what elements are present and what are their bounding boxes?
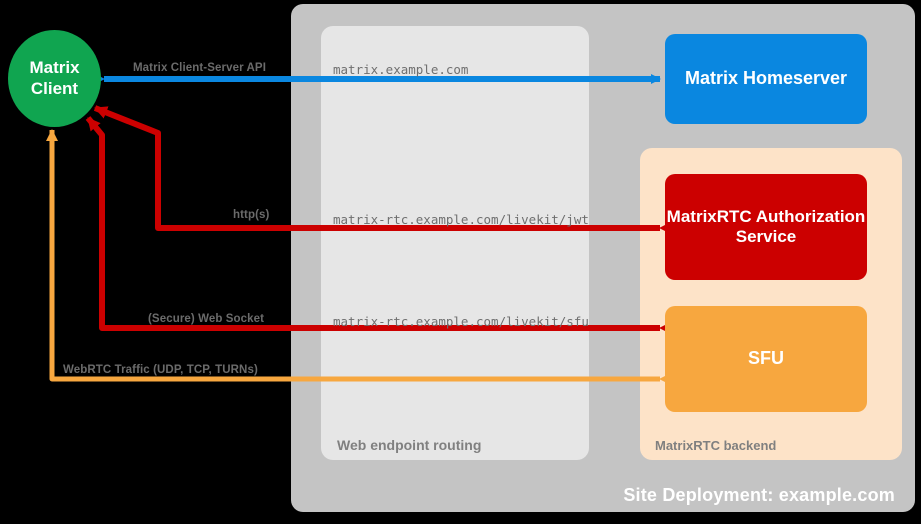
endpoint-url-jwt: matrix-rtc.example.com/livekit/jwt — [333, 212, 589, 227]
node-sfu[interactable]: SFU — [665, 306, 867, 412]
edge-label-matrix-client-server-api: Matrix Client-Server API — [133, 62, 266, 74]
sfu-label: SFU — [748, 348, 784, 369]
node-matrix-homeserver[interactable]: Matrix Homeserver — [665, 34, 867, 124]
matrix-client-label-line2: Client — [30, 78, 79, 98]
edge-http-s — [93, 105, 672, 235]
matrixrtc-authorization-service-label: MatrixRTC Authorization Service — [666, 206, 866, 246]
edge-label-webrtc-traffic: WebRTC Traffic (UDP, TCP, TURNs) — [63, 364, 258, 376]
node-matrixrtc-authorization-service[interactable]: MatrixRTC Authorization Service — [665, 174, 867, 280]
node-matrix-client[interactable]: Matrix Client — [8, 30, 101, 127]
endpoint-url-sfu: matrix-rtc.example.com/livekit/sfu — [333, 314, 589, 329]
edge-webrtc-traffic — [46, 129, 671, 385]
matrix-client-label-line1: Matrix — [29, 58, 80, 78]
matrixrtc-backend-label: MatrixRTC backend — [655, 438, 777, 453]
endpoint-url-matrix: matrix.example.com — [333, 62, 469, 77]
edge-label-http-s: http(s) — [233, 209, 270, 221]
edge-label-secure-web-socket: (Secure) Web Socket — [148, 313, 265, 325]
web-endpoint-routing-label: Web endpoint routing — [337, 437, 482, 453]
matrix-homeserver-label: Matrix Homeserver — [684, 68, 848, 89]
